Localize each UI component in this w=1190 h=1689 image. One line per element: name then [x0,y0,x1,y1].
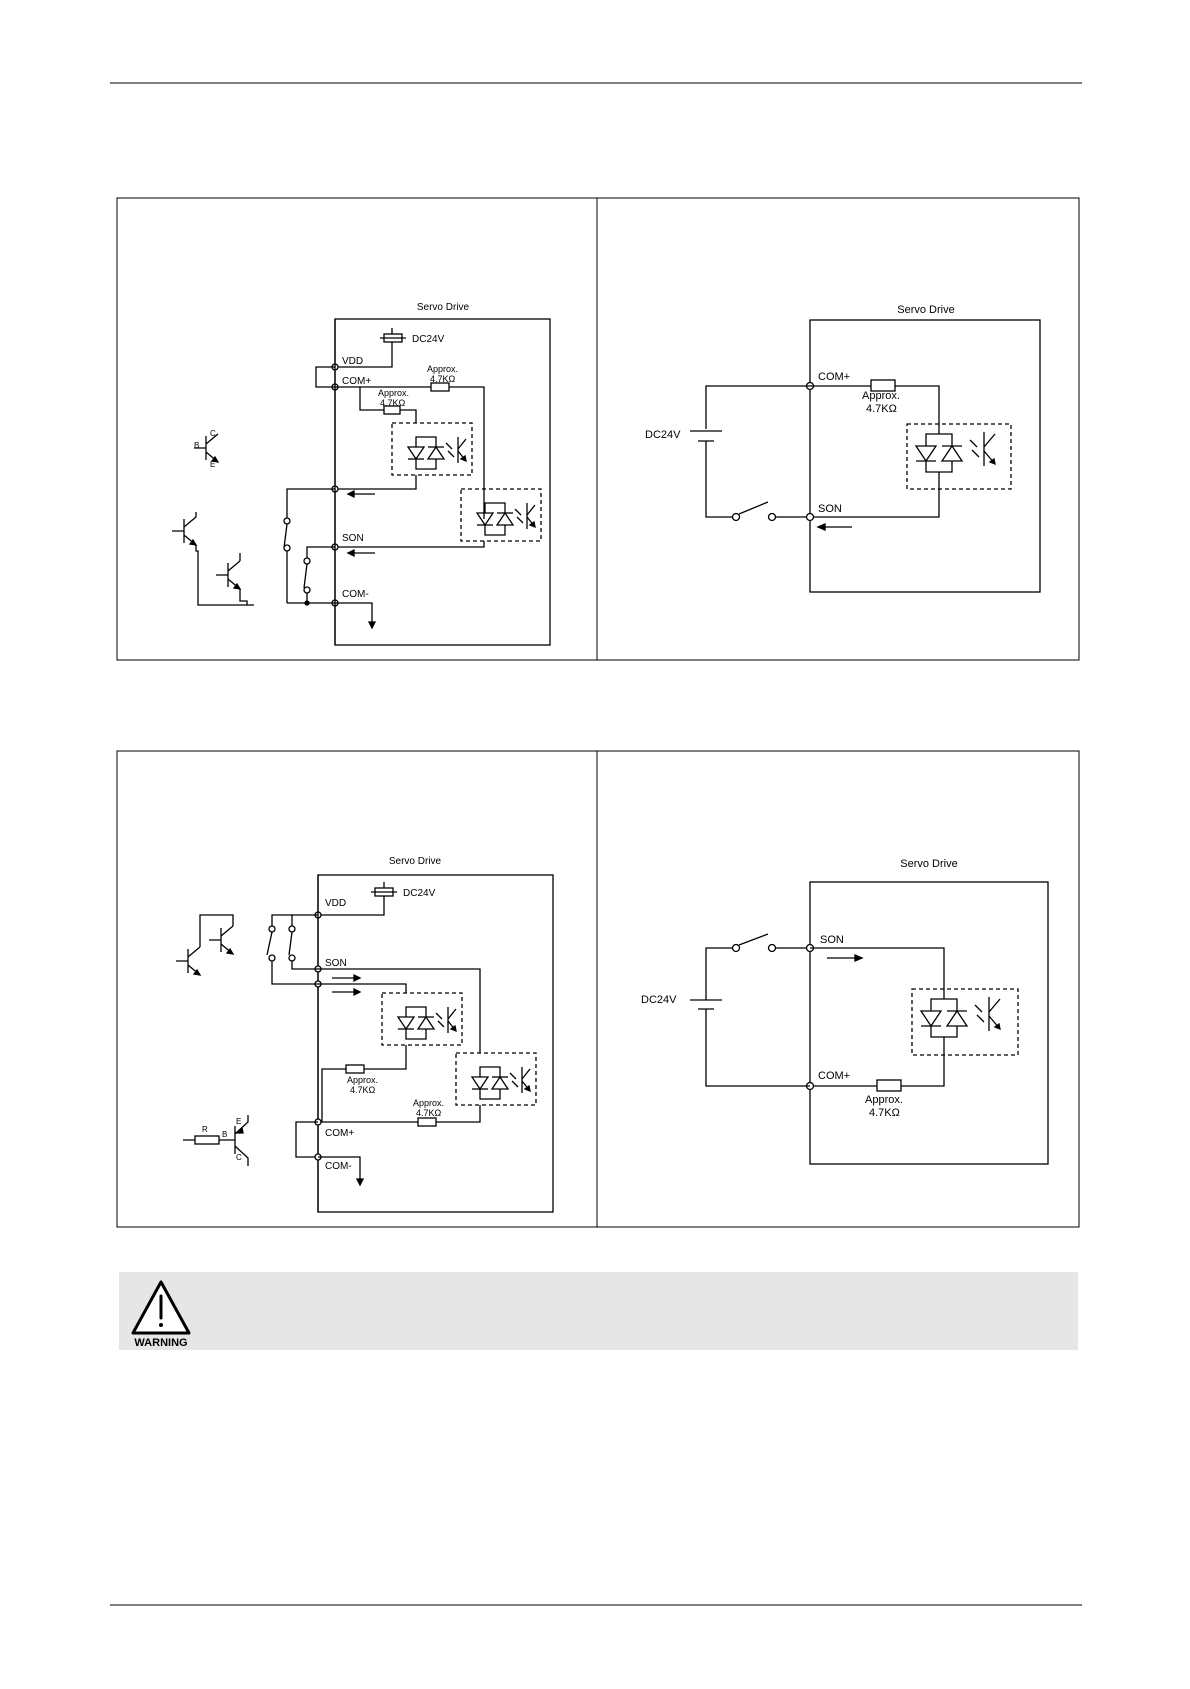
optocoupler [907,424,1011,489]
com-minus-label: COM- [325,1161,352,1172]
diagram-3: Servo Drive DC24V VDD SON Approx. 4.7KΩ … [176,856,553,1212]
servo-drive-label: Servo Drive [900,858,957,870]
optocoupler [392,423,472,475]
resistor-r-label: R [202,1125,208,1134]
resistor-value: 4.7KΩ [866,403,897,415]
resistor-value: 4.7KΩ [416,1108,442,1118]
dc24v-label: DC24V [403,888,436,899]
approx-label: Approx. [862,390,900,402]
servo-drive-label: Servo Drive [897,304,954,316]
npn-transistor-icon [216,561,240,589]
vdd-label: VDD [342,356,363,367]
son-label: SON [342,533,364,544]
diagram-2: Servo Drive COM+ Approx. 4.7KΩ SON DC24V [645,304,1040,592]
son-label: SON [820,934,844,946]
com-minus-label: COM- [342,589,369,600]
npn-transistor-icon [172,517,196,545]
optocoupler [461,489,541,541]
approx-label: Approx. [427,364,458,374]
optocoupler [382,993,462,1045]
com-plus-label: COM+ [325,1128,354,1139]
diagram-4: Servo Drive SON COM+ Approx. 4.7KΩ DC24V [641,858,1048,1164]
approx-label: Approx. [347,1075,378,1085]
npn-transistor-icon [209,926,233,954]
servo-drive-box [810,320,1040,592]
com-plus-label: COM+ [818,1070,850,1082]
approx-label: Approx. [413,1098,444,1108]
servo-drive-label: Servo Drive [417,302,470,313]
dc24v-label: DC24V [645,429,681,441]
collector-label: C [236,1153,242,1162]
resistor-value: 4.7KΩ [350,1085,376,1095]
npn-transistor-icon [176,947,200,975]
table-1-frame [117,198,1079,660]
com-plus-label: COM+ [342,376,371,387]
warning-label: WARNING [134,1337,187,1349]
dc24v-label: DC24V [412,334,445,345]
collector-label: C [210,429,216,438]
son-label: SON [818,503,842,515]
dc24v-label: DC24V [641,994,677,1006]
optocoupler [912,989,1018,1055]
servo-drive-label: Servo Drive [389,856,442,867]
resistor-value: 4.7KΩ [380,398,406,408]
optocoupler [456,1053,536,1105]
approx-label: Approx. [865,1094,903,1106]
resistor-value: 4.7KΩ [430,374,456,384]
resistor-value: 4.7KΩ [869,1107,900,1119]
emitter-label: E [210,460,215,469]
servo-drive-box [318,875,553,1212]
emitter-label: E [236,1117,241,1126]
base-label: B [222,1130,227,1139]
warning-box: WARNING [119,1272,1078,1350]
son-label: SON [325,958,347,969]
vdd-label: VDD [325,898,346,909]
diagram-1: Servo Drive DC24V VDD COM+ Approx. 4.7KΩ… [172,302,550,645]
com-plus-label: COM+ [818,371,850,383]
approx-label: Approx. [378,388,409,398]
base-label: B [194,441,199,450]
warning-background [119,1272,1078,1350]
